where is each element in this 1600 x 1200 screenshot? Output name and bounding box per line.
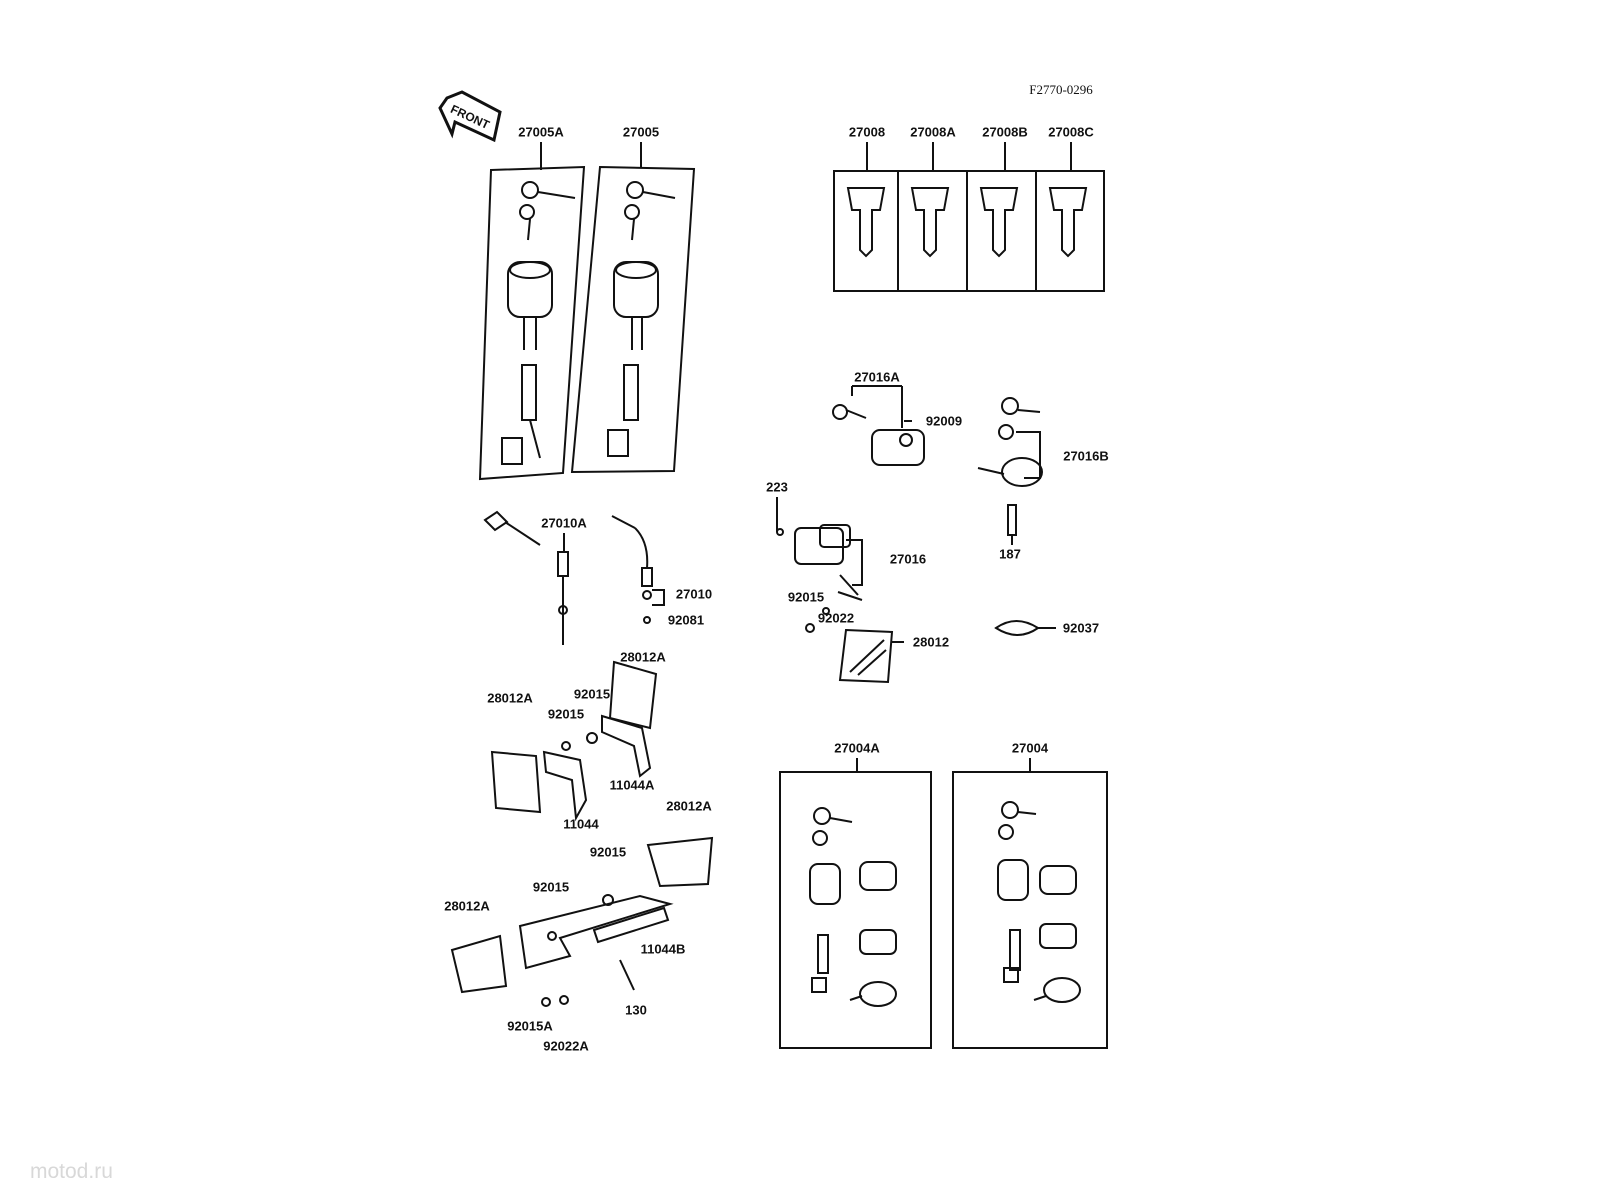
part-label: 92015A <box>507 1018 553 1034</box>
switch-set-27004 <box>997 801 1081 1003</box>
part-label: 92015 <box>589 844 627 860</box>
part-label: 130 <box>625 1002 647 1018</box>
part-label: 187 <box>999 546 1021 562</box>
part-label: 92015 <box>573 686 611 702</box>
part-label: 11044B <box>640 941 686 957</box>
part-label: 92015 <box>787 589 825 605</box>
part-label: 92015 <box>532 879 570 895</box>
box-keys <box>833 170 1105 292</box>
part-label: 27016 <box>889 551 927 567</box>
part-label: 28012A <box>487 690 533 706</box>
part-label: 27008B <box>982 124 1028 140</box>
diagram-code: F2770-0296 <box>1029 82 1093 97</box>
part-label: 27016B <box>1063 448 1109 464</box>
part-label: 28012A <box>666 798 712 814</box>
part-label: 92009 <box>925 413 963 429</box>
box-27005A <box>478 165 586 481</box>
part-label: 27004 <box>1011 740 1049 756</box>
part-label: 27010 <box>675 586 713 602</box>
box-27005 <box>570 165 696 474</box>
part-label: 27010A <box>541 515 587 531</box>
reflector-28012 <box>838 628 894 684</box>
part-label: 92081 <box>667 612 705 628</box>
part-label: 27004A <box>834 740 880 756</box>
part-label: 92022 <box>817 610 855 626</box>
part-label: 28012A <box>620 649 666 665</box>
part-label: 27016A <box>854 369 900 385</box>
part-label: 27005A <box>518 124 564 140</box>
part-label: 92015 <box>547 706 585 722</box>
front-arrow-icon <box>438 90 502 143</box>
part-label: 27008A <box>910 124 956 140</box>
key-blanks <box>846 187 1088 258</box>
part-label: 11044 <box>563 816 599 832</box>
part-label: 27005 <box>622 124 660 140</box>
part-label: 28012 <box>912 634 950 650</box>
part-label: 92022A <box>543 1038 589 1054</box>
part-label: 27008 <box>848 124 886 140</box>
part-label: 28012A <box>444 898 490 914</box>
ignition-switch-27005A <box>501 181 576 465</box>
part-label: 223 <box>766 479 788 495</box>
watermark-text: motod.ru <box>30 1160 113 1183</box>
part-label: 27008C <box>1048 124 1094 140</box>
part-label: 92037 <box>1062 620 1100 636</box>
switch-set-27004A <box>809 807 897 1007</box>
ignition-switch-27005 <box>607 181 676 457</box>
part-label: 11044A <box>609 777 655 793</box>
box-27004A <box>779 771 932 1049</box>
